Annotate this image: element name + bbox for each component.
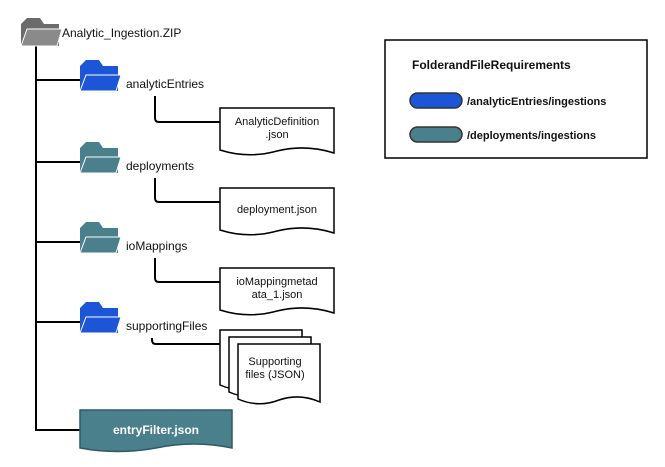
folder-label: deployments [126, 159, 194, 173]
document-shape [219, 107, 335, 156]
legend-item-deployments-label: /deployments/ingestions [467, 130, 596, 142]
document-shape [219, 267, 335, 316]
multi-document-shape [219, 329, 321, 405]
legend-swatch-deployments [409, 126, 463, 143]
folder-icon [79, 222, 122, 254]
folder-label: analyticEntries [126, 77, 204, 91]
folder-icon [79, 302, 122, 334]
file-label-line: deployment.json [237, 204, 317, 216]
folder-label: ioMappings [126, 239, 187, 253]
file-label-line: ioMappingmetad [236, 276, 317, 288]
tree-trunk-line [35, 46, 80, 431]
file-label-line: Supporting [248, 356, 301, 368]
entry-filter-banner [79, 409, 233, 453]
legend-title: FolderandFileRequirements [412, 58, 571, 72]
root-folder: Analytic_Ingestion.ZIP [20, 18, 181, 47]
folder-label: supportingFiles [126, 319, 207, 333]
entry-filter-label: entryFilter.json [113, 423, 199, 437]
folder-icon [79, 142, 122, 174]
folder-icon [79, 60, 122, 92]
file-connector-line [154, 96, 220, 123]
file-connector-line [151, 338, 220, 345]
folder-row-deployments: deployments deployment.json [36, 142, 335, 236]
file-label-line: files (JSON) [245, 369, 304, 381]
file-connector-line [154, 258, 220, 283]
legend-swatch-analytic-entries [409, 92, 463, 109]
legend: FolderandFileRequirements /analyticEntri… [384, 39, 648, 159]
legend-item-analytic-entries-label: /analyticEntries/ingestions [467, 96, 606, 108]
root-folder-label: Analytic_Ingestion.ZIP [62, 26, 181, 40]
file-label-line: ata_1.json [252, 289, 303, 301]
document-shape [219, 187, 335, 236]
file-label-line: AnalyticDefinition [235, 116, 319, 128]
entry-filter-file: entryFilter.json [79, 409, 233, 453]
folder-list: analyticEntriesAnalyticDefinition.jsonde… [36, 60, 335, 405]
file-connector-line [154, 178, 220, 203]
file-label-line: .json [265, 129, 288, 141]
